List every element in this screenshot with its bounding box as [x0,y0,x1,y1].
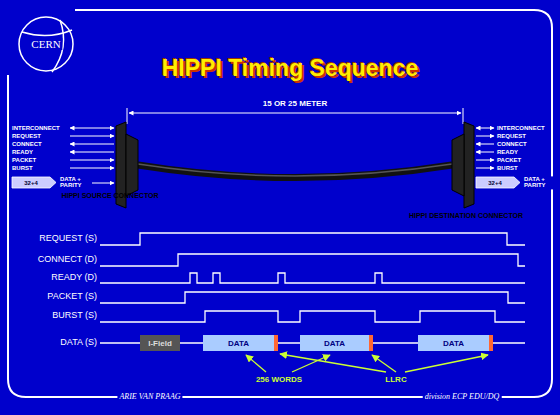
data-burst-box: DATA [203,335,274,351]
callout-arrow [372,355,396,372]
box-label: DATA [443,339,464,348]
data-bus-arrow [12,177,56,188]
signal-arrow [70,152,114,153]
dimension [127,108,463,124]
signal-name: BURST (S) [52,311,97,321]
signal-arrow [70,128,114,129]
connector-hood [452,134,464,196]
signal-name: BURST [12,165,33,172]
callout-label: LLRC [383,376,408,385]
signal-name: READY [497,149,518,156]
dimension-tick [463,108,464,124]
signal-arrow [476,136,494,137]
connect-waveform [100,254,525,266]
data-burst-box: DATA [300,335,369,351]
request-waveform [100,233,525,245]
slide-frame [8,10,552,397]
cable-highlight [138,164,452,176]
signal-name: CONNECT [497,141,527,148]
signal-name: INTERCONNECT [497,125,545,132]
ifield-box: I-Field [140,335,180,351]
signal-name: REQUEST [497,133,526,140]
footer-credit: division ECP EDU/DQ [423,393,502,402]
data-bus-arrow [476,177,520,188]
bus-width: 32+4 [24,179,38,186]
destination-connector [452,122,474,208]
logo-ring [19,17,73,71]
signal-name: CONNECT (D) [38,255,97,265]
callout-arrows [246,354,488,372]
packet-waveform [100,292,525,303]
signal-name: READY (D) [51,273,97,283]
signal-name: REQUEST [12,133,41,140]
connector-label: HIPPI DESTINATION CONNECTOR [409,212,523,220]
signal-name: BURST [497,165,518,172]
llrc-mark [369,335,373,351]
bus-width: 32+4 [488,179,502,186]
destination-signal-arrows [476,128,494,168]
logo-arc [22,30,72,36]
signal-name: CONNECT [12,141,42,148]
cern-logo [19,17,73,72]
signal-name: PACKET (S) [47,292,97,302]
signal-name: PACKET [12,157,36,164]
logo-text: CERN [29,38,62,50]
connector-hood [126,134,138,196]
cable [138,165,452,178]
signal-name: DATA (S) [60,338,97,348]
dimension-tick [127,108,128,124]
signal-name: INTERCONNECT [12,125,60,132]
callout-label: 256 WORDS [254,376,304,385]
box-label: I-Field [148,339,172,348]
signal-arrow [476,168,494,169]
waveforms [100,233,525,343]
signal-arrow [70,144,114,145]
box-label: DATA [324,339,345,348]
signal-arrow [476,160,494,161]
signal-arrow [476,144,494,145]
signal-name: PACKET [497,157,521,164]
source-signal-arrows [70,128,114,183]
slide-title: HIPPI Timing Sequence [162,55,418,82]
signal-arrow [476,152,494,153]
signal-arrow [70,160,114,161]
footer-credit: ARIE VAN PRAAG [117,393,182,402]
signal-arrow [70,168,114,169]
signal-name: DATA + PARITY [58,176,92,189]
llrc-marks [274,335,493,351]
connector-label: HIPPI SOURCE CONNECTOR [61,192,158,200]
llrc-mark [274,335,278,351]
data-burst-box: DATA [418,335,489,351]
dimension-label: 15 OR 25 METER [263,100,327,109]
signal-name: READY [12,149,33,156]
box-label: DATA [228,339,249,348]
callout-arrow [246,355,266,372]
connector-shell [464,122,474,208]
signal-name: REQUEST (S) [39,234,97,244]
callout-arrow [280,354,386,372]
ready-waveform [100,273,525,283]
llrc-mark [489,335,493,351]
signal-arrow [476,128,494,129]
signal-name: DATA + PARITY [522,176,556,189]
signal-arrow [70,136,114,137]
burst-waveform [100,311,525,322]
callout-arrow [405,355,488,372]
dimension-arrow [129,113,461,114]
